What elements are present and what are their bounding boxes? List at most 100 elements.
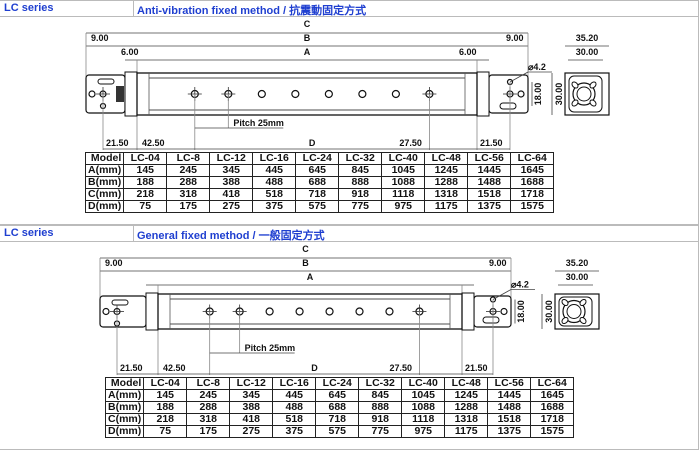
table-cell: 388 (209, 176, 254, 189)
dim-label-C: C (302, 244, 309, 254)
table-cell: 445 (252, 164, 297, 177)
column-header: LC-8 (186, 377, 231, 390)
divider (133, 1, 134, 16)
table-cell: 975 (381, 200, 426, 213)
table-cell: 1118 (381, 188, 426, 201)
table-cell: 688 (315, 401, 360, 414)
dim-label-l_4250: 42.50 (142, 138, 165, 148)
table-cell: 1718 (530, 413, 575, 426)
table-cell: 1118 (401, 413, 446, 426)
table-cell: 1688 (530, 401, 575, 414)
table-cell: 1488 (487, 401, 532, 414)
dim-label-w_30: 30.00 (576, 47, 599, 57)
column-header: LC-04 (143, 377, 188, 390)
mounting-hole-icon (500, 307, 508, 316)
table-cell: 145 (123, 164, 168, 177)
dim-label-B: B (302, 258, 309, 268)
table-cell: 888 (338, 176, 383, 189)
table-cell: 218 (143, 413, 188, 426)
table-cell: 75 (123, 200, 168, 213)
dim-label-D: D (311, 363, 318, 373)
table-cell: 1088 (381, 176, 426, 189)
table-cell: 1245 (424, 164, 469, 177)
table-cell: 1518 (487, 413, 532, 426)
table-cell: 275 (209, 200, 254, 213)
table-cell: 375 (272, 425, 317, 438)
side-view-end-cap (564, 72, 610, 116)
table-cell: 1088 (401, 401, 446, 414)
dim-label-h_30: 30.00 (554, 83, 564, 106)
dim-label-w_3520: 35.20 (566, 258, 589, 268)
table-cell: 718 (295, 188, 340, 201)
row-header: D(mm) (84, 200, 125, 213)
table-cell: 188 (143, 401, 188, 414)
table-cell: 688 (295, 176, 340, 189)
dim-label-h_30: 30.00 (544, 300, 554, 323)
dim-label-w_3520: 35.20 (576, 33, 599, 43)
table-cell: 1175 (444, 425, 489, 438)
table-cell: 318 (186, 413, 231, 426)
table-cell: 1645 (510, 164, 555, 177)
mounting-hole-icon (325, 307, 334, 316)
table-cell: 1045 (401, 389, 446, 402)
table-cell: 1688 (510, 176, 555, 189)
dim-label-r_2750: 27.50 (399, 138, 422, 148)
table-cell: 1445 (467, 164, 512, 177)
dim-label-A: A (304, 47, 311, 57)
table-cell: 888 (358, 401, 403, 414)
dim-label-l_4250: 42.50 (163, 363, 186, 373)
table-cell: 1645 (530, 389, 575, 402)
table-cell: 1518 (467, 188, 512, 201)
table-cell: 1318 (444, 413, 489, 426)
column-header: LC-12 (209, 152, 254, 165)
column-header: LC-48 (424, 152, 469, 165)
row-header: B(mm) (84, 176, 125, 189)
table-cell: 718 (315, 413, 360, 426)
column-header: Model (104, 377, 145, 390)
table-cell: 388 (229, 401, 274, 414)
mounting-hole-icon (291, 89, 300, 99)
table-cell: 975 (401, 425, 446, 438)
dim-label-l_2150: 21.50 (106, 138, 129, 148)
table-cell: 345 (229, 389, 274, 402)
table-cell: 175 (166, 200, 211, 213)
column-header: LC-40 (381, 152, 426, 165)
method-title: Anti-vibration fixed method / 抗震動固定方式 (137, 5, 367, 17)
column-header: LC-56 (467, 152, 512, 165)
series-label: LC series (4, 2, 54, 14)
dim-label-pitch: Pitch 25mm (233, 118, 284, 128)
column-header: LC-04 (123, 152, 168, 165)
table-cell: 1488 (467, 176, 512, 189)
column-header: LC-8 (166, 152, 211, 165)
row-header: B(mm) (104, 401, 145, 414)
table-cell: 245 (186, 389, 231, 402)
table-cell: 245 (166, 164, 211, 177)
dim-label-right_9: 9.00 (489, 258, 507, 268)
mounting-hole-icon (295, 307, 304, 316)
table-cell: 518 (272, 413, 317, 426)
dim-label-right_6: 6.00 (459, 47, 477, 57)
table-cell: 275 (229, 425, 274, 438)
row-header: D(mm) (104, 425, 145, 438)
dim-label-hole: ⌀4.2 (511, 280, 529, 290)
dim-label-left_9: 9.00 (91, 33, 109, 43)
table-cell: 1318 (424, 188, 469, 201)
row-header: C(mm) (104, 413, 145, 426)
table-cell: 1288 (424, 176, 469, 189)
table-cell: 1575 (530, 425, 575, 438)
column-header: LC-48 (444, 377, 489, 390)
table-cell: 488 (252, 176, 297, 189)
dim-label-C: C (304, 19, 311, 29)
table-cell: 775 (358, 425, 403, 438)
